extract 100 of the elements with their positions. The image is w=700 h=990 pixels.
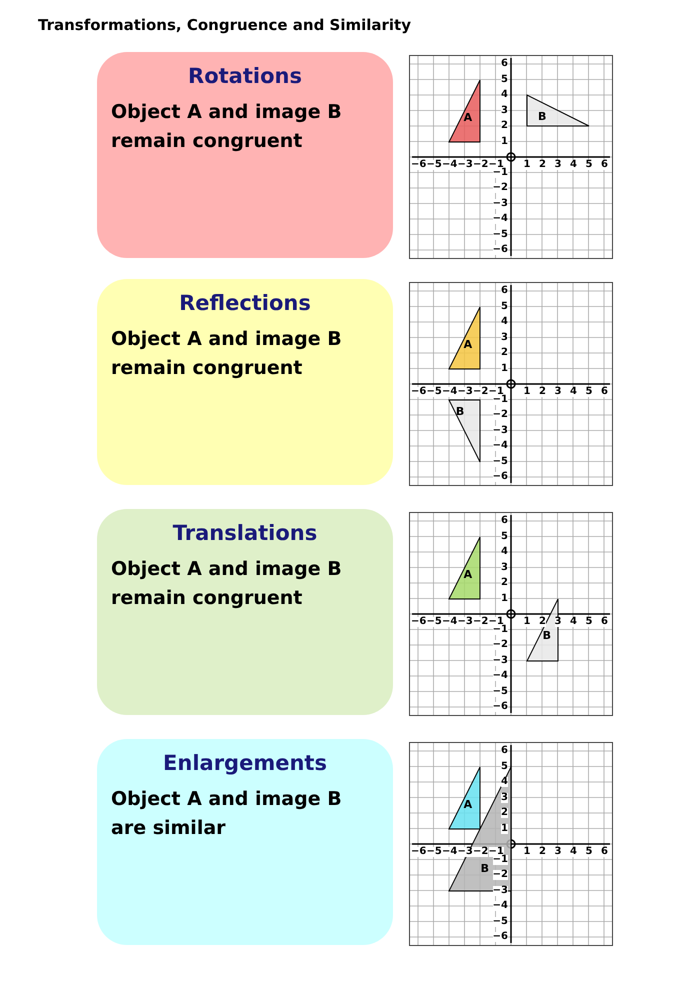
triangle [449, 766, 480, 828]
axis-tick-label: −6 [411, 617, 426, 627]
axis-tick-label: −6 [492, 932, 508, 942]
shape-label: B [538, 110, 546, 122]
axis-tick-label: 6 [601, 387, 608, 397]
axis-tick-label: 6 [601, 847, 608, 857]
axis-tick-label: −3 [458, 160, 473, 170]
axis-tick-label: 5 [586, 160, 592, 170]
axis-tick-label: 5 [586, 847, 592, 857]
shape-label: B [480, 862, 490, 874]
card-heading: Reflections [178, 291, 312, 315]
card-heading: Enlargements [162, 751, 328, 775]
axis-tick-label: 6 [501, 516, 508, 526]
axis-tick-label: −2 [492, 183, 508, 193]
axis-tick-label: −5 [492, 230, 508, 240]
axis-tick-label: 5 [586, 387, 592, 397]
axis-tick-label: −4 [442, 847, 458, 857]
axis-tick-label: 1 [524, 847, 530, 857]
triangle [449, 80, 480, 142]
card-text: Object A and image B remain congruent [111, 327, 343, 381]
axis-tick-label: 1 [501, 364, 508, 374]
axis-tick-label: 4 [570, 387, 577, 397]
axis-tick-label: 3 [501, 792, 508, 802]
axis-tick-label: −3 [492, 656, 508, 666]
axis-tick-label: −1 [492, 168, 508, 178]
axis-tick-label: 3 [501, 562, 508, 572]
axis-tick-label: 1 [501, 824, 508, 834]
axis-tick-label: 1 [501, 136, 508, 146]
axis-tick-label: −5 [492, 686, 508, 696]
axis-tick-label: −3 [458, 617, 473, 627]
axis-tick-label: 6 [501, 59, 508, 69]
axis-tick-label: −5 [426, 160, 442, 170]
axis-tick-label: 3 [554, 387, 562, 397]
axis-tick-label: 4 [501, 317, 508, 327]
axis-tick-label: 3 [501, 332, 508, 342]
axis-tick-label: 6 [601, 617, 608, 627]
info-card [97, 52, 393, 258]
axis-tick-label: −5 [426, 617, 442, 627]
axis-tick-label: −4 [492, 671, 508, 681]
axis-tick-label: −6 [492, 472, 508, 482]
axis-tick-label: −6 [411, 387, 426, 397]
axis-tick-label: 2 [501, 578, 508, 588]
axis-tick-label: −3 [492, 198, 508, 208]
shape-label: A [464, 569, 472, 580]
axis-tick-label: −5 [426, 387, 442, 397]
axis-tick-label: 2 [501, 121, 508, 131]
axis-tick-label: 2 [501, 808, 508, 818]
shape-label: A [464, 799, 472, 810]
triangle [449, 400, 480, 462]
triangle [449, 306, 480, 368]
axis-tick-label: −2 [492, 410, 508, 420]
axis-tick-label: 1 [501, 594, 508, 604]
axis-tick-label: 5 [501, 302, 508, 312]
axis-tick-label: 3 [501, 106, 508, 116]
axis-tick-label: −4 [442, 617, 458, 627]
axis-tick-label: 5 [501, 762, 508, 772]
shape-label: A [464, 339, 472, 350]
card-text: Object A and image B remain congruent [111, 557, 343, 611]
axis-tick-label: −2 [473, 847, 488, 857]
axis-tick-label: 5 [501, 74, 508, 84]
card-text: Object A and image B are similar [111, 787, 343, 841]
page-title: Transformations, Congruence and Similarity [38, 16, 412, 34]
axis-tick-label: 1 [524, 617, 530, 627]
card-text: Object A and image B remain congruent [111, 100, 343, 154]
axis-tick-label: −3 [492, 886, 508, 896]
axis-tick-label: −5 [492, 456, 508, 466]
triangle [449, 536, 480, 598]
axis-tick-label: 6 [601, 160, 608, 170]
axis-tick-label: 5 [501, 532, 508, 542]
axis-tick-label: −2 [473, 617, 488, 627]
axis-tick-label: 2 [539, 387, 546, 397]
axis-tick-label: 4 [501, 547, 508, 557]
axis-tick-label: 4 [501, 90, 508, 100]
shape-label: B [456, 406, 464, 417]
info-card [97, 279, 393, 485]
axis-tick-label: 4 [570, 847, 577, 857]
axis-tick-label: 5 [586, 617, 592, 627]
triangle [526, 95, 588, 126]
axis-tick-label: 4 [501, 777, 508, 787]
axis-tick-label: 2 [539, 617, 546, 627]
axis-tick-label: −2 [473, 160, 488, 170]
axis-tick-label: −6 [492, 245, 508, 255]
card-heading: Translations [172, 521, 318, 545]
axis-tick-label: −6 [492, 702, 508, 712]
axis-tick-label: −4 [492, 441, 508, 451]
axis-tick-label: −1 [492, 624, 508, 634]
axis-tick-label: 1 [524, 387, 530, 397]
card-heading: Rotations [187, 64, 303, 88]
info-card [97, 509, 393, 715]
axis-tick-label: 4 [570, 617, 577, 627]
axis-tick-label: 1 [524, 160, 530, 170]
axis-tick-label: −5 [426, 847, 442, 857]
axis-tick-label: −2 [473, 387, 488, 397]
axis-tick-label: −5 [492, 916, 508, 926]
info-card [97, 739, 393, 945]
axis-tick-label: −1 [492, 394, 508, 404]
axis-tick-label: −4 [442, 160, 458, 170]
axis-tick-label: 6 [501, 286, 508, 296]
axis-tick-label: −3 [458, 847, 473, 857]
axis-tick-label: −3 [492, 426, 508, 436]
